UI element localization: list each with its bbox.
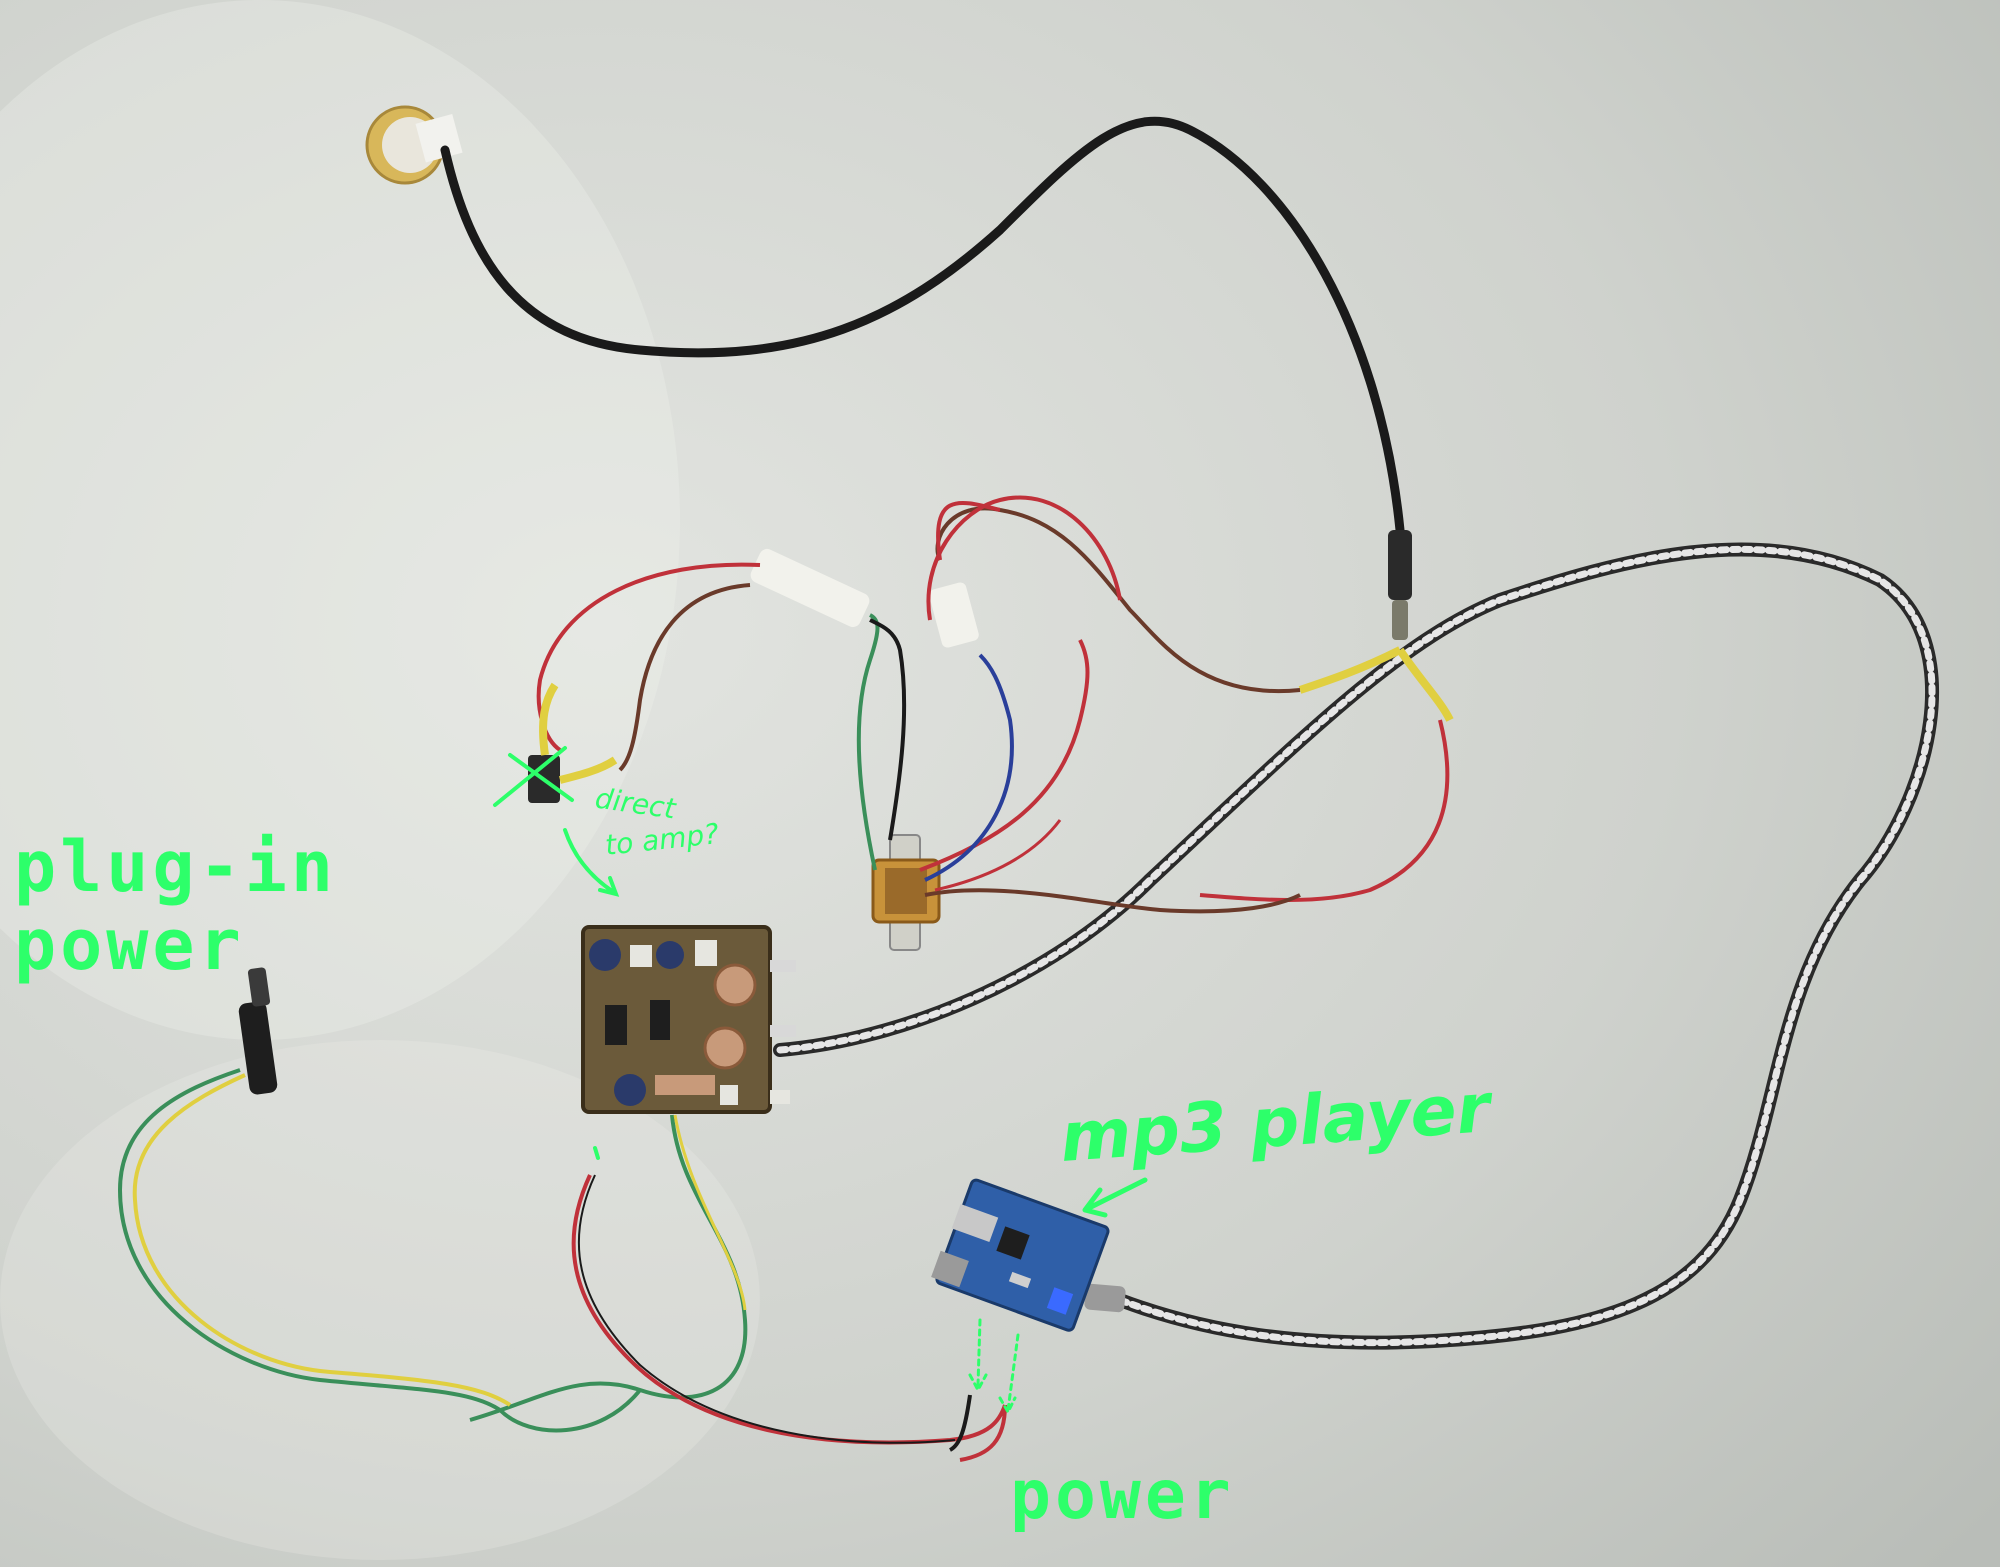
plugin-power-label-line2: power <box>14 904 245 986</box>
audio-jack <box>1388 530 1412 600</box>
arrow-icon <box>1082 1177 1148 1218</box>
x-mark-icon <box>493 746 574 807</box>
amp-green-wire <box>469 1114 748 1422</box>
mp3-player-board <box>931 1178 1110 1332</box>
transformer-green-wire <box>856 613 880 871</box>
tape-bundle <box>929 582 979 648</box>
audio-jack-tip <box>1392 600 1408 640</box>
transformer-red-wire-2 <box>934 819 1062 892</box>
red-wire <box>1199 719 1450 902</box>
transformer-blue-wire <box>924 653 1014 882</box>
tape-bundle <box>750 548 870 628</box>
transformer-brown-wire <box>924 888 1301 914</box>
amp-black-wire <box>577 1174 956 1444</box>
yellow-wire <box>1396 647 1454 722</box>
brown-wire-loop <box>618 583 751 772</box>
red-wire <box>936 500 1001 561</box>
plug-green-wire <box>117 1068 642 1433</box>
arrow-icon <box>563 828 620 897</box>
power-label: power <box>1010 1456 1235 1535</box>
yellow-wire <box>559 756 618 784</box>
arrow-icon <box>593 1146 600 1160</box>
amplifier-board <box>581 925 796 1114</box>
amp-red-wire <box>571 1174 1007 1445</box>
transformer-black-wire <box>869 618 907 841</box>
piezo-disc <box>365 105 463 185</box>
arrow-icon <box>968 1318 988 1394</box>
brown-wire <box>935 506 1301 694</box>
plugin-power-label: plug-in <box>14 826 338 908</box>
power-red-wire <box>959 1404 1007 1462</box>
yellow-wire <box>539 682 559 756</box>
red-wire-loop <box>926 495 1122 621</box>
power-black-wire <box>948 1394 972 1452</box>
arrow-icon <box>998 1333 1020 1416</box>
audio-transformer <box>871 834 941 951</box>
floor-glare <box>0 1040 760 1560</box>
dc-barrel-plug <box>238 967 278 1095</box>
audio-plug <box>1084 1283 1126 1313</box>
floor-glare <box>0 0 680 1040</box>
amp-yellow-wire <box>673 1114 747 1311</box>
yellow-wire <box>1298 646 1402 694</box>
black-cable <box>440 116 1405 535</box>
braided-cable-pattern <box>776 545 1936 1347</box>
plug-yellow-wire <box>132 1073 512 1407</box>
